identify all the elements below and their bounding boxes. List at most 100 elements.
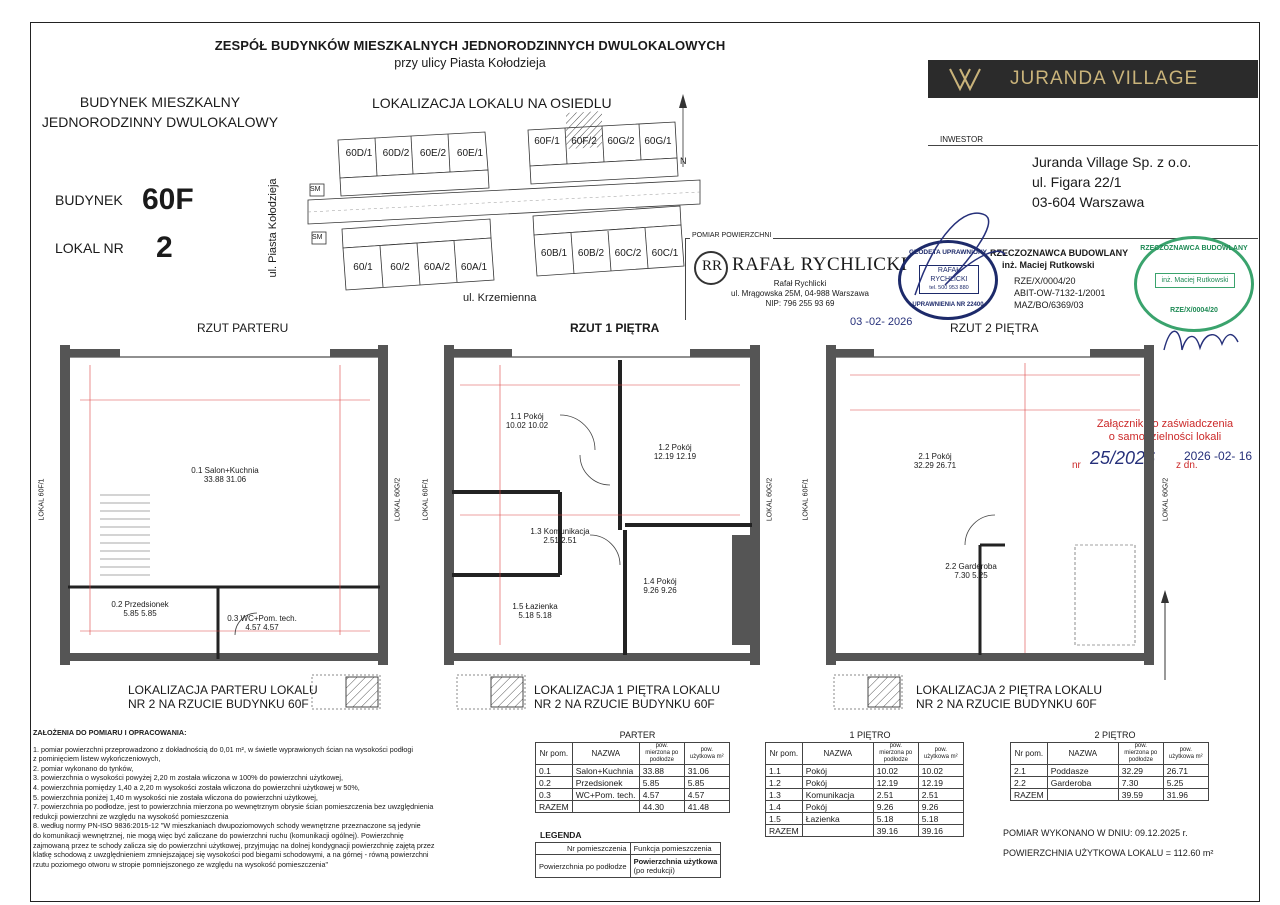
th-pu: pow. użytkowa m²: [1162, 742, 1209, 765]
site-row-bottom-right: 60B/1 60B/2 60C/2 60C/1: [537, 248, 682, 259]
th-nr: Nr pom.: [535, 742, 573, 765]
notes-title: ZAŁOŻENIA DO POMIARU I OPRACOWANIA:: [33, 728, 187, 737]
note-line: redukcji powierzchni ze względu na wysok…: [33, 811, 229, 821]
table-cell: 4.57: [683, 788, 730, 801]
table-cell: 31.06: [683, 764, 730, 777]
th-pp: pow. mierzona po podłodze: [872, 742, 919, 765]
th-nr: Nr pom.: [765, 742, 803, 765]
table-cell: 0.3: [535, 788, 573, 801]
table-cell: 1.3: [765, 788, 803, 801]
table-cell: Salon+Kuchnia: [571, 764, 640, 777]
table-cell: 12.19: [917, 776, 964, 789]
th-pu: pow. użytkowa m²: [917, 742, 964, 765]
summary-area-value: 112.60 m²: [1173, 848, 1214, 858]
surveyor-name: RAFAŁ RYCHLICKI: [732, 254, 908, 275]
room-label: 1.3 Komunikacja 2.51 2.51: [520, 527, 600, 545]
site-unit: 60D/1: [345, 148, 373, 159]
room-areas: 10.02 10.02: [505, 421, 549, 430]
site-unit: 60A/2: [423, 262, 451, 273]
note-line: rzutu poziomego otworu w stropie pomniej…: [33, 859, 328, 869]
surveyor-sub: Rafał Rychlicki: [773, 279, 827, 288]
room-label: 0.3 WC+Pom. tech. 4.57 4.57: [222, 614, 302, 632]
geodeta-ring-top: GEODETA UPRAWNIONY: [908, 249, 987, 256]
expert-stamp-bottom: RZE/X/0004/20: [1170, 307, 1218, 314]
table-cell: 0.1: [535, 764, 573, 777]
table-pietro2-title: 2 PIĘTRO: [1094, 730, 1136, 740]
table-cell: [801, 824, 874, 837]
attachment-nr-value: 25/2026: [1090, 448, 1156, 468]
lokal-label: LOKAL NR: [55, 240, 124, 256]
table-cell: 5.18: [872, 812, 919, 825]
room-areas: 33.88 31.06: [203, 475, 247, 484]
table-cell: 39.16: [917, 824, 964, 837]
header-subtitle: przy ulicy Piasta Kołodzieja: [394, 56, 546, 70]
divider: [928, 145, 1258, 146]
legend-r2b: (po redukcji): [633, 866, 675, 875]
brand-logo-icon: [949, 68, 981, 92]
summary-date-value: 09.12.2025 r.: [1135, 828, 1188, 838]
note-line: klatkę schodową z uwzględnieniem zmniejs…: [33, 850, 429, 860]
site-unit: 60A/1: [460, 262, 488, 273]
room-name: 1.5 Łazienka: [512, 602, 558, 611]
parter-location-thumbnail: [311, 674, 381, 710]
expert-line2: ABIT-OW-7132-1/2001: [1014, 288, 1106, 298]
site-unit: 60C/2: [614, 248, 642, 259]
table-cell: Pokój: [801, 800, 874, 813]
table-cell: 39.16: [872, 824, 919, 837]
building-type-2: JEDNORODZINNY DWULOKALOWY: [41, 114, 279, 130]
room-areas: 2.51 2.51: [543, 536, 577, 545]
expert-stamp-center: inż. Maciej Rutkowski: [1155, 273, 1235, 288]
notes-block: ZAŁOŻENIA DO POMIARU I OPRACOWANIA: 1. p…: [33, 728, 435, 869]
table-cell: 12.19: [872, 776, 919, 789]
side-label: LOKAL 60F/1: [38, 478, 46, 521]
table-cell: 1.2: [765, 776, 803, 789]
site-unit: 60C/1: [651, 248, 679, 259]
expert-title: RZECZOZNAWCA BUDOWLANY: [990, 248, 1129, 258]
investor-label: INWESTOR: [940, 135, 983, 144]
legend-h1: Nr pomieszczenia: [535, 842, 631, 855]
surveyor-nip: NIP: 796 255 93 69: [765, 299, 835, 308]
table-cell: RAZEM: [765, 824, 803, 837]
table-cell: 5.25: [1162, 776, 1209, 789]
parter-loc-line2: NR 2 NA RZUCIE BUDYNKU 60F: [128, 697, 309, 711]
note-line: 2. pomiar wykonano do tynków,: [33, 763, 134, 773]
table-cell: 0.2: [535, 776, 573, 789]
surveyor-logo-icon: RR: [694, 251, 728, 285]
site-unit: 60E/1: [456, 148, 484, 159]
th-nazwa: NAZWA: [1046, 742, 1119, 765]
room-name: 1.2 Pokój: [658, 443, 692, 452]
brand-name: JURANDA VILLAGE: [1010, 68, 1199, 89]
room-areas: 4.57 4.57: [245, 623, 279, 632]
note-line: 3. powierzchnia o wysokości powyżej 2,20…: [33, 773, 344, 783]
room-areas: 5.18 5.18: [518, 611, 552, 620]
note-line: 1. pomiar powierzchni przeprowadzono z d…: [33, 744, 413, 754]
surveyor-address: ul. Mrągowska 25M, 04-988 Warszawa: [731, 289, 869, 298]
table-cell: 5.85: [683, 776, 730, 789]
room-name: 0.3 WC+Pom. tech.: [227, 614, 297, 623]
site-plan-title: LOKALIZACJA LOKALU NA OSIEDLU: [372, 95, 612, 111]
table-cell: 44.30: [638, 800, 685, 813]
note-line: 8. według normy PN-ISO 9836:2015-12 "W m…: [33, 821, 421, 831]
table-cell: 9.26: [872, 800, 919, 813]
side-label: LOKAL 60G/2: [394, 477, 402, 522]
header-title: ZESPÓŁ BUDYNKÓW MIESZKALNYCH JEDNORODZIN…: [214, 38, 726, 53]
table-cell: Pokój: [801, 764, 874, 777]
room-name: 0.1 Salon+Kuchnia: [191, 466, 259, 475]
summary-area: POWIERZCHNIA UŻYTKOWA LOKALU = 112.60 m²: [1003, 848, 1213, 858]
room-name: 0.2 Przedsionek: [111, 600, 169, 609]
lokal-value: 2: [156, 231, 173, 264]
site-unit: 60E/2: [419, 148, 447, 159]
attachment-nr-label: nr: [1072, 460, 1081, 471]
table-cell: 5.18: [917, 812, 964, 825]
th-nr: Nr pom.: [1010, 742, 1048, 765]
floor-plans-drawing: [60, 345, 1169, 680]
geodeta-center-1: RAFAŁ: [937, 267, 961, 274]
legend-r2a: Powierzchnia użytkowa: [633, 857, 718, 866]
table-pietro1-title: 1 PIĘTRO: [849, 730, 891, 740]
